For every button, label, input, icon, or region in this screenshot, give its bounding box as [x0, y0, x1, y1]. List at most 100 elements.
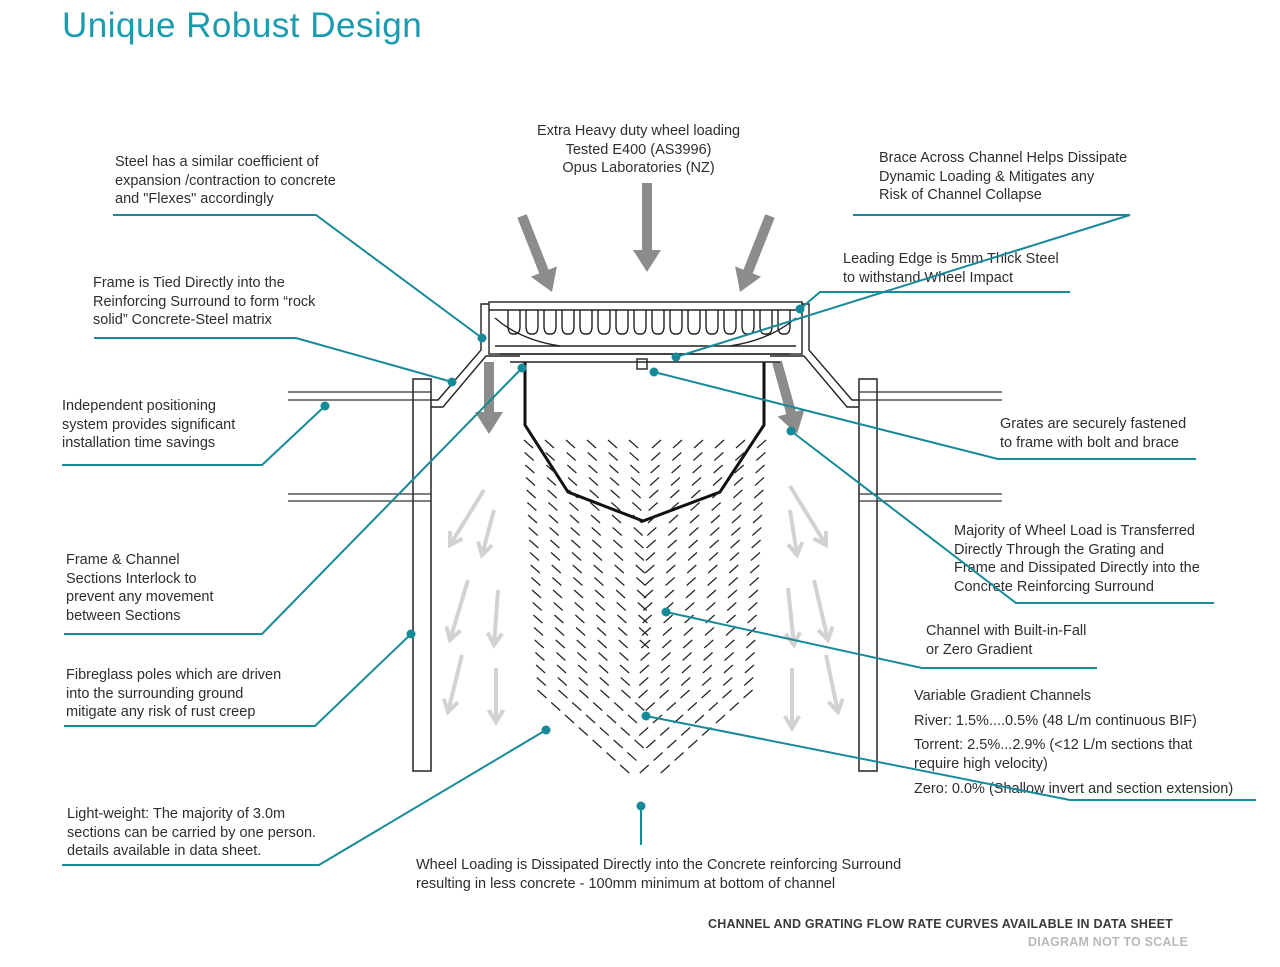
hatch-mark [550, 702, 561, 711]
hatch-mark [638, 727, 649, 736]
hatch-mark [576, 639, 587, 649]
hatch-mark [607, 439, 618, 449]
hatch-mark [606, 714, 617, 724]
hatch-mark [713, 452, 724, 461]
dissipation-arrow [788, 484, 828, 547]
hatch-mark [670, 477, 681, 486]
hatch-mark [664, 589, 675, 599]
load-arrow [735, 214, 775, 292]
hatch-mark [565, 439, 576, 449]
hatch-mark [755, 464, 766, 474]
label-brace-line: Brace Across Channel Helps Dissipate [879, 150, 1128, 166]
hatch-mark [544, 439, 555, 449]
hatch-mark [570, 527, 581, 536]
hatch-mark [712, 477, 723, 486]
hatch-mark [686, 564, 697, 574]
hatch-mark [619, 664, 630, 674]
hatch-mark [702, 664, 713, 674]
hatch-mark [627, 752, 637, 761]
hatch-mark [669, 502, 680, 511]
dissipation-arrow [812, 579, 830, 641]
hatch-mark [532, 602, 543, 611]
hatch-mark [707, 577, 718, 586]
hatch-mark [594, 589, 605, 599]
hatch-mark [572, 564, 583, 574]
label-torrent: Torrent: 2.5%...2.9% (<12 L/m sections t… [914, 736, 1192, 773]
hatch-mark [533, 627, 544, 636]
grate-slot [633, 310, 647, 335]
hatch-mark [575, 614, 585, 624]
grate-slot [723, 310, 737, 335]
hatch-mark [552, 589, 563, 599]
hatch-mark [754, 477, 765, 486]
hatch-mark [547, 489, 558, 499]
label-torrent-line: Torrent: 2.5%...2.9% (<12 L/m sections t… [914, 737, 1193, 753]
label-wheel-load-transfer-line: Directly Through the Grating and [954, 541, 1165, 558]
hatch-mark [555, 639, 566, 649]
hatch-mark [684, 614, 694, 624]
hatch-mark [589, 502, 600, 511]
hatch-mark [722, 677, 733, 686]
hatch-mark [638, 677, 649, 686]
hatch-mark [730, 539, 741, 549]
hatch-mark [693, 439, 704, 449]
hatch-mark [726, 602, 737, 611]
hatch-mark [707, 564, 718, 574]
label-dissipated: Wheel Loading is Dissipated Directly int… [416, 856, 901, 893]
dissipation-arrow [788, 509, 799, 556]
hatch-mark [701, 677, 712, 686]
dissipation-arrow-head [826, 698, 845, 716]
grate-slot [597, 310, 611, 335]
label-grates-fastened-line: Grates are securely fastened [1000, 416, 1187, 432]
hatch-mark [611, 514, 622, 524]
dissipation-arrow-head [476, 541, 494, 559]
dissipation-arrow-head [485, 631, 504, 649]
hatch-mark [753, 502, 764, 511]
hatch-mark [551, 577, 562, 586]
hatch-mark [613, 739, 624, 749]
grate-slot [687, 310, 701, 335]
hatch-mark [613, 702, 624, 711]
grate-slot [579, 310, 593, 335]
hatch-mark [598, 652, 608, 661]
hatch-mark [666, 739, 677, 749]
positioning-brackets [288, 391, 1002, 502]
hatch-mark [730, 527, 741, 536]
hatch-mark [688, 539, 699, 549]
wheel-load-arrows [475, 183, 805, 434]
hatch-mark [632, 514, 643, 524]
hatch-mark [734, 452, 745, 461]
grate-slot [561, 310, 575, 335]
hatch-mark [618, 639, 629, 649]
grate-slot [615, 310, 629, 335]
hatch-mark [671, 464, 682, 474]
hatch-mark [528, 539, 539, 549]
hatch-mark [523, 439, 534, 449]
hatch-mark [537, 689, 547, 699]
hatch-mark [731, 514, 742, 524]
hatch-mark [729, 552, 740, 561]
label-brace-line: Dynamic Loading & Mitigates any [879, 168, 1095, 185]
hatch-mark [531, 589, 542, 599]
hatch-mark [547, 502, 558, 511]
hatch-mark [692, 452, 703, 461]
label-interlock-line: Sections Interlock to [66, 570, 197, 587]
label-interlock-line: Frame & Channel [66, 552, 180, 568]
hatch-mark [732, 502, 743, 511]
label-wheel-load-transfer-line: Concrete Reinforcing Surround [954, 578, 1154, 595]
label-variable-gradient: Variable Gradient Channels [914, 687, 1091, 706]
hatch-mark [634, 702, 645, 711]
hatch-mark [648, 502, 659, 511]
grate-slot [651, 310, 665, 335]
label-frame-tied-line: solid” Concrete-Steel matrix [93, 312, 272, 328]
hatch-mark [648, 489, 659, 499]
hatch-mark [635, 564, 646, 574]
hatch-mark [666, 702, 677, 711]
label-river-line: River: 1.5%....0.5% (48 L/m continuous B… [914, 713, 1197, 729]
hatch-mark [715, 714, 726, 724]
hatch-mark [743, 677, 754, 686]
hatch-mark [614, 577, 625, 586]
hatch-mark [615, 589, 626, 599]
